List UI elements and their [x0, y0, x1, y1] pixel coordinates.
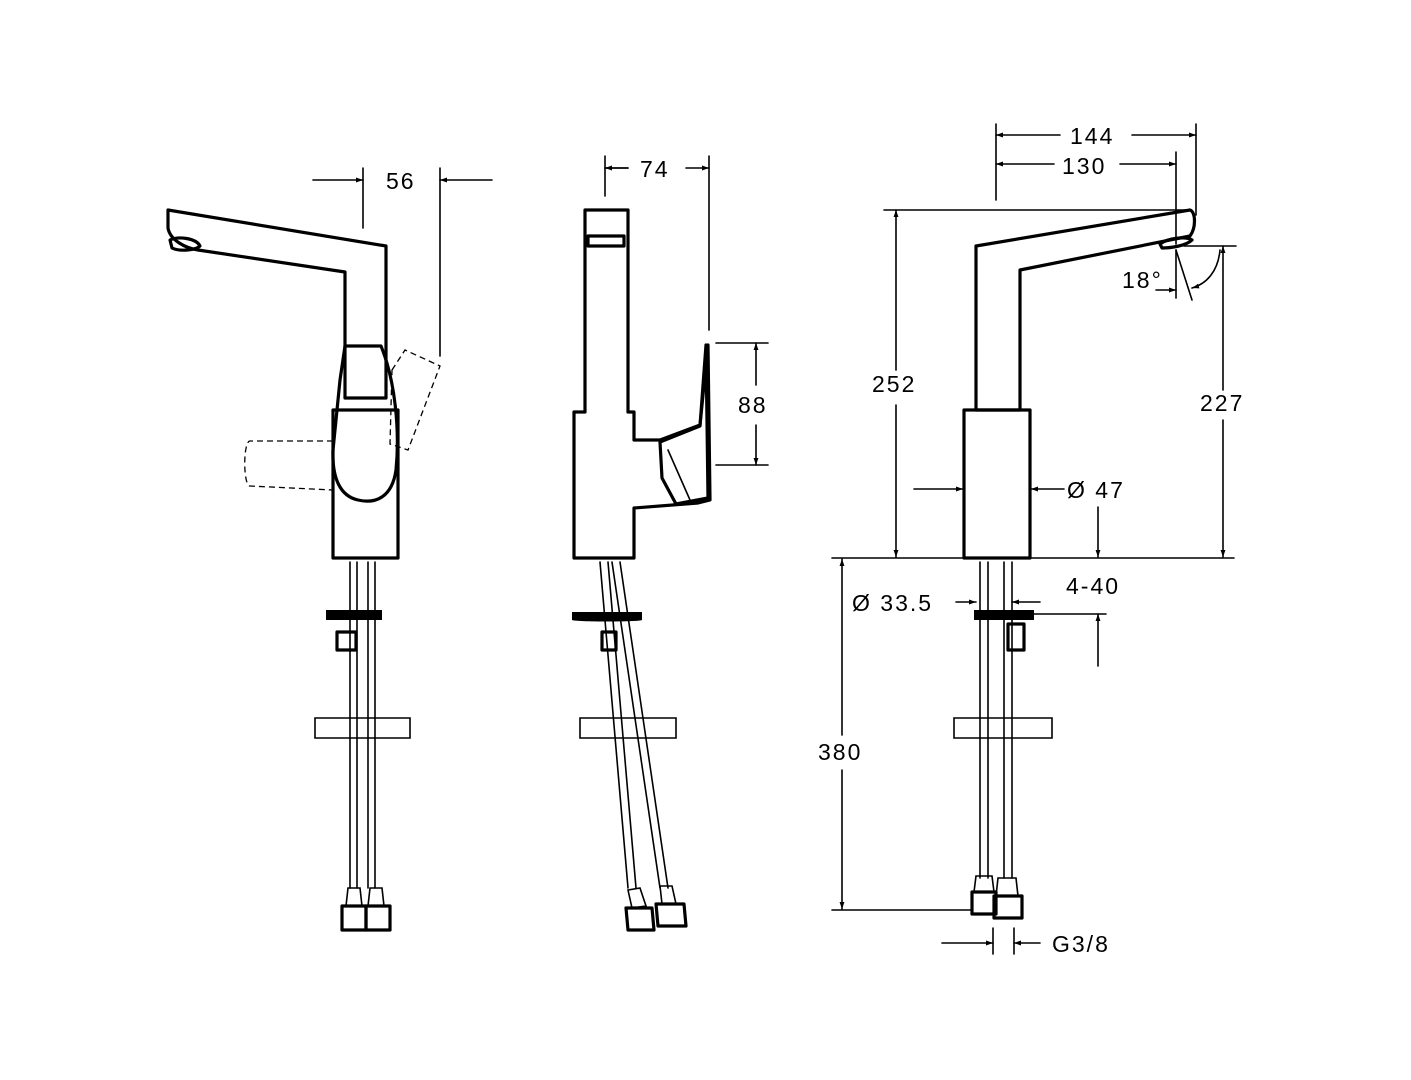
view-right: 144 130 252 227 18° Ø 47 4-40	[818, 123, 1244, 957]
left-spout	[166, 208, 388, 400]
side-lever	[658, 343, 710, 506]
right-mount-nut	[1006, 622, 1026, 652]
side-spout-column	[572, 208, 712, 560]
side-hoses	[599, 561, 669, 889]
right-countertop	[953, 717, 1053, 739]
dim-angle-18: 18°	[1122, 267, 1163, 293]
right-mounting-plate	[974, 610, 1034, 620]
right-spout	[974, 208, 1197, 412]
right-hoses	[979, 561, 1013, 879]
side-mounting-plate	[572, 612, 642, 622]
left-lever	[331, 344, 399, 503]
dim-diameter-47: Ø 47	[1067, 477, 1125, 503]
dim-4-40: 4-40	[1066, 573, 1120, 599]
right-connector-2	[992, 894, 1024, 920]
right-spout-outlet	[1158, 236, 1194, 250]
dim-56: 56	[386, 168, 416, 194]
dim-74: 74	[640, 156, 670, 182]
right-body	[962, 408, 1032, 560]
dim-227: 227	[1200, 390, 1244, 416]
view-side: 74 88	[572, 155, 769, 932]
dim-252: 252	[872, 371, 916, 397]
left-mounting-plate	[326, 610, 382, 620]
dim-thread-g3-8: G3/8	[1052, 931, 1110, 957]
left-lever-ghost-side	[244, 440, 334, 491]
left-countertop	[314, 717, 411, 739]
view-left: 56	[166, 167, 493, 932]
side-connector-1	[624, 906, 656, 932]
dim-130: 130	[1062, 153, 1106, 179]
left-connector-1	[340, 904, 368, 932]
side-connector-2	[654, 902, 688, 928]
left-body	[331, 408, 400, 560]
dim-diameter-33-5: Ø 33.5	[852, 590, 933, 616]
side-outlet	[586, 234, 626, 248]
left-spout-outlet	[168, 236, 202, 252]
side-mount-nut	[600, 630, 618, 652]
left-mount-nut	[335, 630, 358, 652]
left-connector-2	[364, 904, 392, 932]
dim-88: 88	[738, 392, 768, 418]
side-countertop	[579, 717, 677, 739]
dim-380: 380	[818, 739, 862, 765]
dim-144: 144	[1070, 123, 1114, 149]
left-lever-ghost-up	[389, 349, 441, 451]
